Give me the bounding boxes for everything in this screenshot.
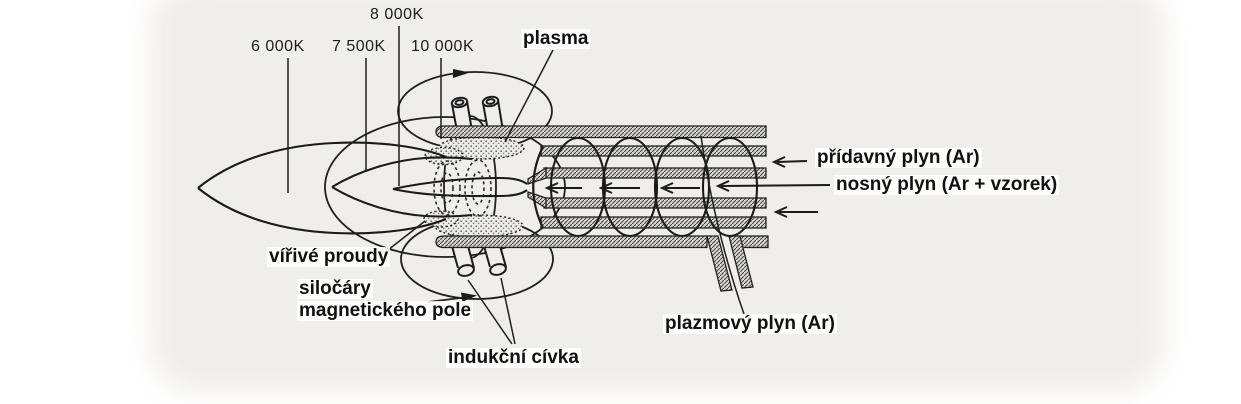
- plasma-gas-leader: [700, 135, 745, 315]
- outer-tube-bottom-wall-right: [739, 235, 769, 249]
- outer-tube-top-wall: [435, 125, 767, 139]
- plasma-gas-inlet-left-wall: [706, 235, 733, 292]
- temperature-label-8000k: 8 000K: [370, 6, 424, 23]
- field-lines-label-1: siločáry: [297, 278, 373, 299]
- carrier-gas-leader-line: [720, 184, 831, 187]
- temperature-leader-lines: [287, 26, 442, 193]
- gas-flow-arrows: [544, 156, 831, 218]
- carrier-gas-label: nosný plyn (Ar + vzorek): [834, 174, 1060, 195]
- induction-coil-leader-1: [467, 279, 513, 345]
- middle-flame-lower: [331, 186, 473, 218]
- temperature-label-7500k: 7 500K: [332, 38, 386, 55]
- plasma-label: plasma: [521, 28, 591, 49]
- auxiliary-gas-label: přídavný plyn (Ar): [815, 147, 982, 168]
- field-direction-arrow-icon: [453, 69, 470, 78]
- injector-nozzle-bottom: [527, 191, 547, 210]
- middle-tube-bottom-wall: [540, 216, 767, 229]
- eddy-currents-leader: [387, 220, 426, 251]
- temperature-label-10000k: 10 000K: [411, 38, 475, 55]
- eddy-currents-label: vířivé proudy: [267, 246, 391, 267]
- outer-tube-bottom-wall: [435, 235, 708, 249]
- injector-nozzle-top: [527, 166, 547, 185]
- inner-jet-lower: [392, 187, 528, 198]
- eddy-current-regions: [423, 136, 525, 238]
- temperature-label-6000k: 6 000K: [251, 38, 305, 55]
- eddy-current-loops: [433, 159, 492, 217]
- plasma-gas-label: plazmový plyn (Ar): [663, 313, 837, 334]
- outer-flame-lower: [197, 187, 447, 235]
- induction-coil-turns: [450, 95, 508, 277]
- middle-tube-mouth: [532, 146, 544, 229]
- induction-coil-leader-2: [500, 277, 516, 345]
- label-leader-lines: [387, 49, 745, 345]
- magnetic-field-lines: [324, 69, 566, 303]
- outer-flame-upper: [197, 141, 447, 189]
- lower-gas-arrow-icon: [773, 206, 788, 218]
- field-lines-label-2: magnetického pole: [297, 300, 474, 321]
- field-direction-arrow-icon: [461, 292, 477, 302]
- middle-tube-top-wall: [540, 145, 767, 157]
- auxiliary-gas-arrow-icon: [771, 156, 786, 168]
- middle-flame-upper: [331, 156, 473, 188]
- plasma-gas-inlet-right-wall: [728, 235, 754, 289]
- induction-coil-label: indukční cívka: [446, 347, 581, 368]
- inner-jet-upper: [392, 176, 528, 191]
- plasma-leader: [504, 49, 554, 143]
